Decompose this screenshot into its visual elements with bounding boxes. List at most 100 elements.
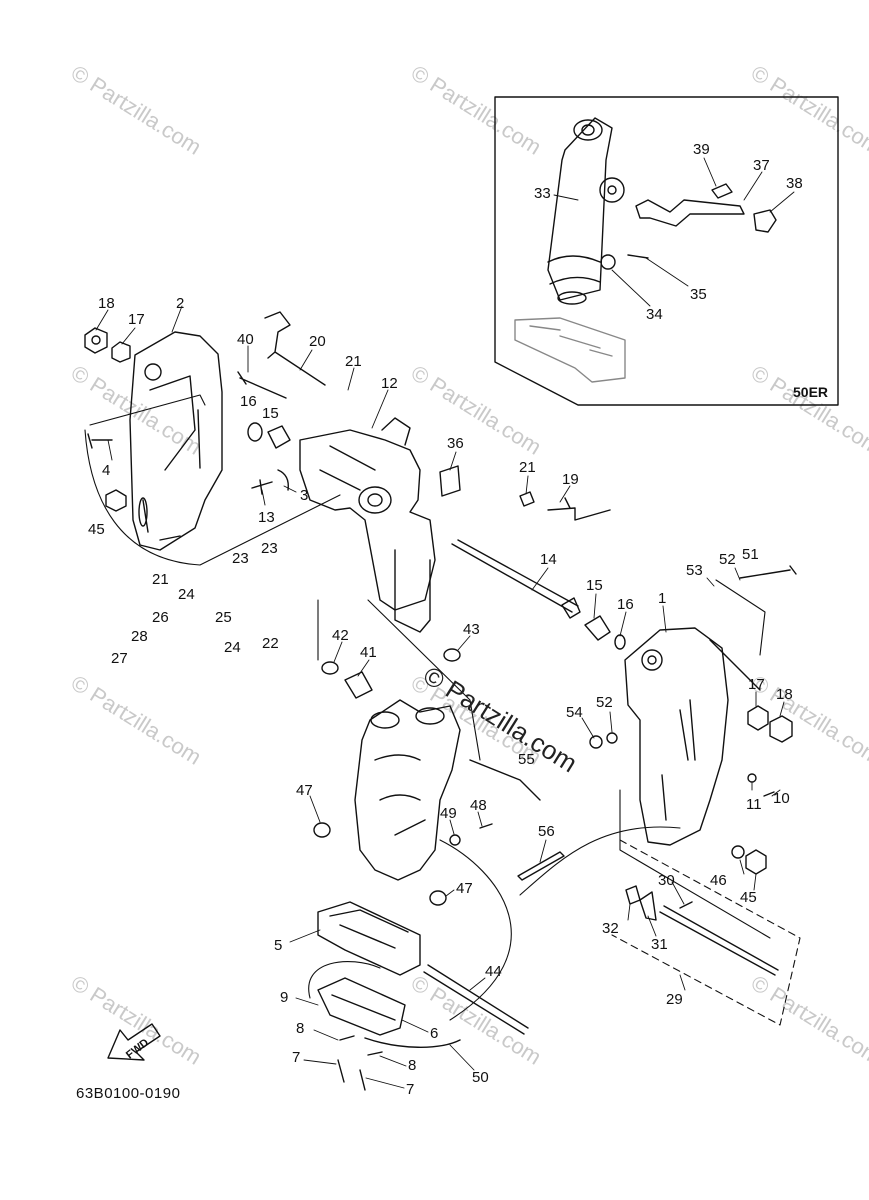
callout-31: 31 — [651, 936, 668, 953]
callout-45b: 45 — [740, 889, 757, 906]
callout-24: 24 — [178, 586, 195, 603]
callout-30: 30 — [658, 872, 675, 889]
callout-32: 32 — [602, 920, 619, 937]
document-code: 63B0100-0190 — [76, 1085, 181, 1102]
callout-14: 14 — [540, 551, 557, 568]
callout-44: 44 — [485, 963, 502, 980]
inset-cap-38 — [753, 209, 777, 233]
callout-18b: 18 — [776, 686, 793, 703]
inset-bracket-37 — [635, 199, 745, 227]
bushing-15 — [267, 425, 291, 449]
callout-15: 15 — [262, 405, 279, 422]
callout-54: 54 — [566, 704, 583, 721]
callout-47: 47 — [296, 782, 313, 799]
callout-8: 8 — [296, 1020, 305, 1037]
washer-8b — [367, 1051, 383, 1056]
grommet-47b — [429, 890, 447, 906]
washer-46 — [731, 845, 745, 859]
callout-55: 55 — [518, 751, 535, 768]
callout-1: 1 — [658, 590, 667, 607]
callout-11: 11 — [746, 796, 762, 813]
rod-box-29 — [611, 839, 801, 1026]
callout-29: 29 — [666, 991, 683, 1008]
nut-54 — [589, 735, 603, 749]
callout-17: 17 — [128, 311, 145, 328]
grommet-47 — [313, 822, 331, 838]
wire-55 — [469, 759, 541, 801]
bolt-51 — [739, 565, 797, 579]
callout-22: 22 — [262, 635, 279, 652]
callout-3: 3 — [300, 487, 309, 504]
callout-33: 33 — [534, 185, 551, 202]
inset-cylinder-33 — [547, 117, 625, 305]
washer-16 — [247, 422, 263, 442]
callout-17b: 17 — [748, 676, 765, 693]
callout-18: 18 — [98, 295, 115, 312]
inset-block — [514, 317, 626, 383]
nut-18 — [84, 327, 108, 354]
callout-51: 51 — [742, 546, 759, 563]
bushing-15-right — [584, 615, 611, 641]
callout-48: 48 — [470, 797, 487, 814]
left-clamp-bracket-2 — [129, 331, 223, 551]
callout-7: 7 — [292, 1049, 301, 1066]
callout-13: 13 — [258, 509, 275, 526]
callout-10: 10 — [773, 790, 790, 807]
pin-30 — [679, 901, 693, 909]
callout-43: 43 — [463, 621, 480, 638]
callout-16b: 16 — [617, 596, 634, 613]
callout-5: 5 — [274, 937, 283, 954]
rod-29 — [659, 905, 779, 976]
inset-bushing-34 — [600, 254, 616, 270]
screw-48 — [479, 823, 493, 829]
callout-39: 39 — [693, 141, 710, 158]
inset-screw-35 — [627, 254, 649, 259]
callout-21b: 21 — [519, 459, 536, 476]
callout-46: 46 — [710, 872, 727, 889]
callout-50: 50 — [472, 1069, 489, 1086]
cable-50 — [364, 1037, 461, 1048]
inset-bolt-39 — [711, 183, 733, 199]
callout-8b: 8 — [408, 1057, 417, 1074]
lever-19 — [547, 497, 611, 521]
callout-45: 45 — [88, 521, 105, 538]
fitting-13 — [251, 479, 273, 495]
callout-9: 9 — [280, 989, 289, 1006]
callout-52b: 52 — [596, 694, 613, 711]
callout-25: 25 — [215, 609, 232, 626]
screw-4 — [87, 433, 113, 449]
spring-32 — [625, 885, 641, 905]
callout-2: 2 — [176, 295, 185, 312]
callout-15b: 15 — [586, 577, 603, 594]
fwd-arrow-icon — [107, 1023, 161, 1061]
lever-20 — [264, 311, 326, 386]
callout-24b: 24 — [224, 639, 241, 656]
washer-16-right — [614, 634, 626, 650]
callout-23: 23 — [232, 550, 249, 567]
washer-49 — [449, 834, 461, 846]
lever-31 — [639, 891, 657, 921]
clip-43 — [443, 648, 461, 662]
bushing-42 — [321, 661, 339, 675]
screw-10 — [763, 791, 775, 797]
callout-34: 34 — [646, 306, 663, 323]
callout-52: 52 — [719, 551, 736, 568]
callout-23b: 23 — [261, 540, 278, 557]
nut-45-right — [745, 849, 767, 875]
pin-40 — [237, 371, 287, 399]
washer-17-right — [747, 705, 769, 731]
callout-35: 35 — [690, 286, 707, 303]
mount-6 — [317, 977, 406, 1036]
callout-36: 36 — [447, 435, 464, 452]
tilt-trim-unit — [354, 699, 461, 881]
washer-8a — [339, 1035, 355, 1041]
callout-6: 6 — [430, 1025, 439, 1042]
label-36 — [439, 465, 461, 497]
callout-26: 26 — [152, 609, 169, 626]
callout-40: 40 — [237, 331, 254, 348]
callout-20: 20 — [309, 333, 326, 350]
callout-56: 56 — [538, 823, 555, 840]
callout-7b: 7 — [406, 1081, 415, 1098]
callout-47b: 47 — [456, 880, 473, 897]
